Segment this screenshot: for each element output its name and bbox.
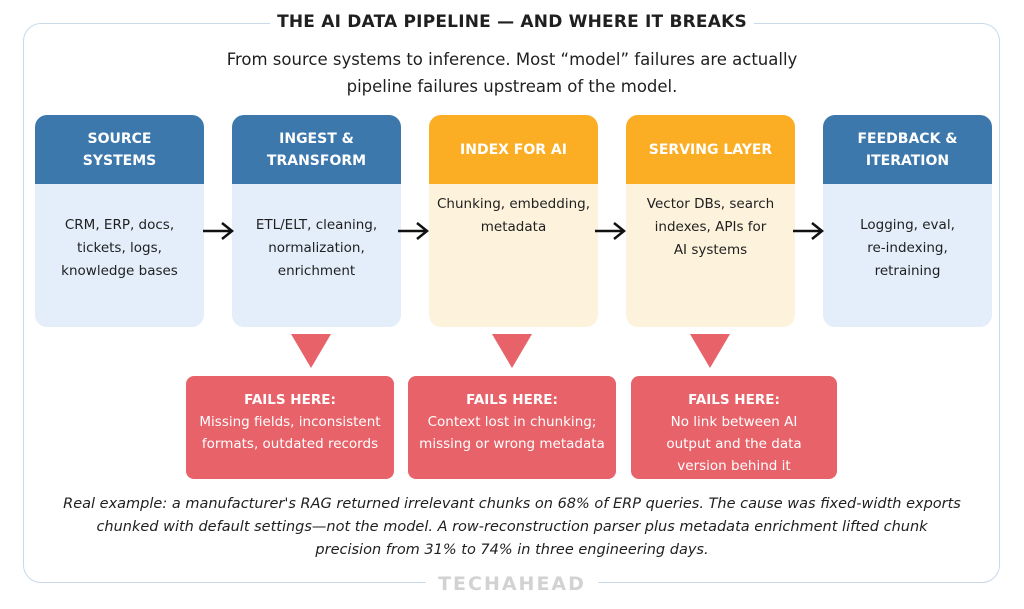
stage-body: Chunking, embedding, metadata <box>429 184 598 327</box>
failure-pointer-icon <box>291 334 331 368</box>
stage-body-line: ETL/ELT, cleaning, <box>255 217 378 233</box>
subtitle: From source systems to inference. Most “… <box>150 46 874 100</box>
flow-arrow-icon <box>398 222 430 240</box>
stage-body-line: indexes, APIs for <box>654 219 767 235</box>
stage-feedback-iteration: FEEDBACK & ITERATION Logging, eval, re-in… <box>823 115 992 327</box>
stage-title-line: SOURCE <box>87 130 152 147</box>
stage-title-line: ITERATION <box>865 152 950 169</box>
stage-index-for-ai: INDEX FOR AI Chunking, embedding, metada… <box>429 115 598 327</box>
failure-text-line: version behind it <box>677 458 791 474</box>
stage-serving-layer: SERVING LAYER Vector DBs, search indexes… <box>626 115 795 327</box>
stage-body-line: retraining <box>874 263 941 279</box>
failure-text-line: output and the data <box>666 436 802 452</box>
stage-body: ETL/ELT, cleaning, normalization, enrich… <box>232 184 401 327</box>
stage-body-line: knowledge bases <box>61 263 178 279</box>
stage-source-systems: SOURCE SYSTEMS CRM, ERP, docs, tickets, l… <box>35 115 204 327</box>
failure-text-line: formats, outdated records <box>201 436 379 452</box>
failure-text-line: Context lost in chunking; <box>427 414 597 430</box>
flow-arrow-icon <box>793 222 825 240</box>
failure-text-line: missing or wrong metadata <box>419 436 605 452</box>
stage-header: SOURCE SYSTEMS <box>35 115 204 184</box>
stage-header: SERVING LAYER <box>626 115 795 184</box>
stage-header: INDEX FOR AI <box>429 115 598 184</box>
real-example-caption: Real example: a manufacturer's RAG retur… <box>35 493 989 562</box>
stage-body-line: metadata <box>480 219 547 235</box>
stage-body: Vector DBs, search indexes, APIs for AI … <box>626 184 795 327</box>
stage-title-line: FEEDBACK & <box>857 130 958 147</box>
stage-body-line: tickets, logs, <box>77 240 162 256</box>
failure-text-line: Missing fields, inconsistent <box>199 414 381 430</box>
failure-box-index: FAILS HERE: Context lost in chunking; mi… <box>408 376 616 479</box>
stage-ingest-transform: INGEST & TRANSFORM ETL/ELT, cleaning, nor… <box>232 115 401 327</box>
stage-body: CRM, ERP, docs, tickets, logs, knowledge… <box>35 184 204 327</box>
caption-line: Real example: a manufacturer's RAG retur… <box>63 496 961 512</box>
stage-body-line: enrichment <box>277 263 356 279</box>
logo-text: TECHAHEAD <box>426 573 598 595</box>
stage-body-line: Logging, eval, <box>860 217 955 233</box>
stage-title-line: TRANSFORM <box>266 152 367 169</box>
failure-box-ingest: FAILS HERE: Missing fields, inconsistent… <box>186 376 394 479</box>
stage-body-line: normalization, <box>268 240 365 256</box>
failure-heading: FAILS HERE: <box>244 392 336 408</box>
stage-body-line: Chunking, embedding, <box>436 196 590 212</box>
stage-title-line: SERVING LAYER <box>648 141 773 158</box>
caption-line: chunked with default settings—not the mo… <box>96 519 928 535</box>
flow-arrow-icon <box>203 222 235 240</box>
subtitle-line: From source systems to inference. Most “… <box>226 50 798 69</box>
stage-title-line: INDEX FOR AI <box>460 141 567 158</box>
failure-heading: FAILS HERE: <box>466 392 558 408</box>
diagram-title: THE AI DATA PIPELINE — AND WHERE IT BREA… <box>270 9 754 35</box>
stage-body-line: Vector DBs, search <box>646 196 775 212</box>
stage-body-line: CRM, ERP, docs, <box>64 217 175 233</box>
failure-heading: FAILS HERE: <box>688 392 780 408</box>
failure-pointer-icon <box>492 334 532 368</box>
subtitle-line: pipeline failures upstream of the model. <box>346 77 678 96</box>
stage-body-line: AI systems <box>673 242 748 258</box>
failure-pointer-icon <box>690 334 730 368</box>
failure-text-line: No link between AI <box>670 414 798 430</box>
stage-body-line: re-indexing, <box>867 240 948 256</box>
stage-body: Logging, eval, re-indexing, retraining <box>823 184 992 327</box>
caption-line: precision from 31% to 74% in three engin… <box>315 542 709 558</box>
stage-header: FEEDBACK & ITERATION <box>823 115 992 184</box>
techahead-logo: TECHAHEAD <box>0 573 1024 595</box>
flow-arrow-icon <box>595 222 627 240</box>
stage-title-line: INGEST & <box>279 130 354 147</box>
stage-title-line: SYSTEMS <box>82 152 157 169</box>
failure-box-serving: FAILS HERE: No link between AI output an… <box>631 376 837 479</box>
stage-header: INGEST & TRANSFORM <box>232 115 401 184</box>
